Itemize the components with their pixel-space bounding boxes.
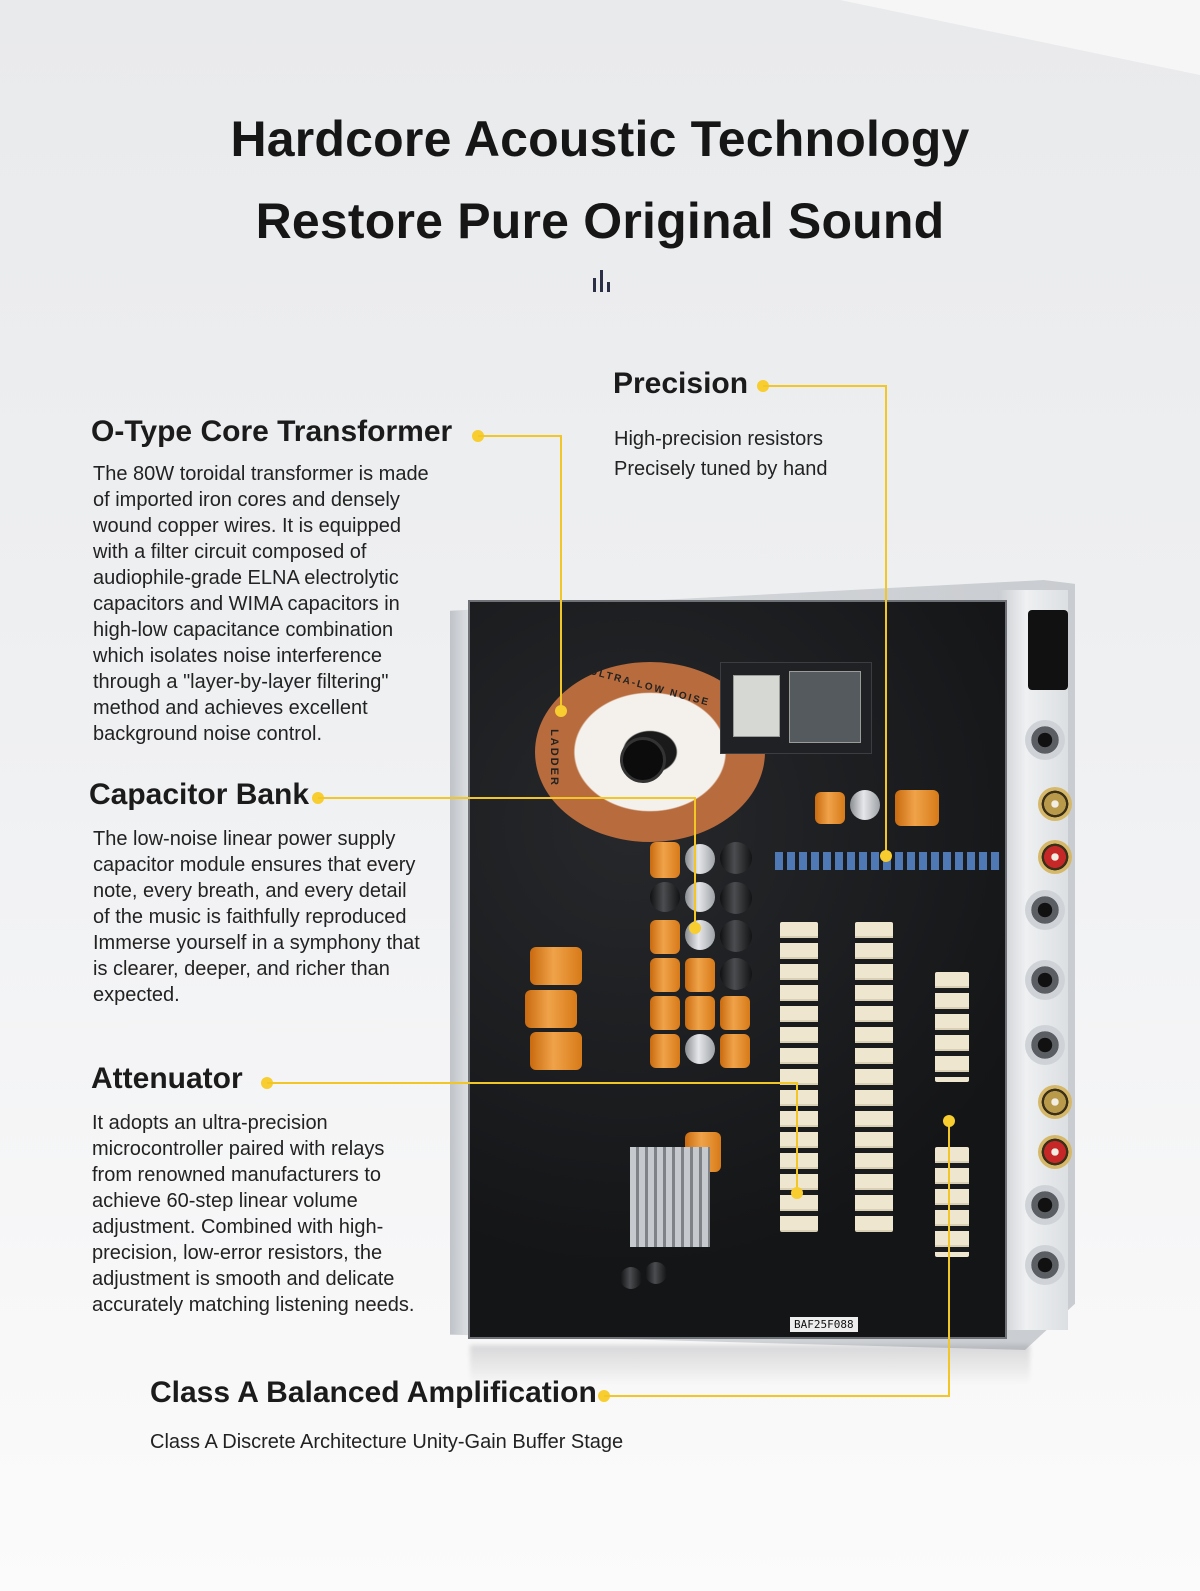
class-a-title: Class A Balanced Amplification xyxy=(150,1376,597,1409)
transformer-leader-v xyxy=(560,435,562,710)
attenuator-description: It adopts an ultra-precision microcontro… xyxy=(92,1112,415,1316)
capacitor-bank-target-dot xyxy=(689,922,701,934)
rca-jack-red xyxy=(1038,1135,1072,1169)
attenuator-title: Attenuator xyxy=(91,1062,243,1095)
attenuator-target-dot xyxy=(791,1187,803,1199)
rca-jack xyxy=(1038,1085,1072,1119)
output-relay-column xyxy=(935,1147,969,1257)
toroid-brand-label: LADDER xyxy=(547,729,560,787)
xlr-jack xyxy=(1025,1245,1065,1285)
device-illustration: ULTRA-LOW NOISE LADDER xyxy=(450,555,1075,1350)
rca-jack xyxy=(1038,787,1072,821)
capacitor-bank-title: Capacitor Bank xyxy=(89,778,310,811)
class-a-leader-v xyxy=(948,1120,950,1397)
corner-decoration xyxy=(840,0,1200,75)
capacitor-bank-leader-v xyxy=(694,797,696,927)
class-a-leader-h xyxy=(604,1395,950,1397)
device-reflection xyxy=(470,1345,1030,1385)
xlr-jack xyxy=(1025,1185,1065,1225)
page-title-line-1: Hardcore Acoustic Technology xyxy=(230,111,970,167)
xlr-jack xyxy=(1025,1025,1065,1065)
attenuator-relay-column-1 xyxy=(780,922,818,1232)
capacitor-bank-leader-h xyxy=(318,797,696,799)
circuit-board: ULTRA-LOW NOISE LADDER xyxy=(468,600,1007,1339)
capacitor-bank-description: The low-noise linear power supply capaci… xyxy=(93,828,420,1006)
audio-bars-icon xyxy=(592,270,614,292)
precision-target-dot xyxy=(880,850,892,862)
xlr-jack xyxy=(1025,890,1065,930)
attenuator-leader-v xyxy=(796,1082,798,1192)
precision-leader-v xyxy=(885,385,887,855)
power-inlet xyxy=(1028,610,1068,690)
power-relay-module xyxy=(720,662,872,754)
attenuator-relay-column-2 xyxy=(855,922,893,1232)
transformer-leader-h xyxy=(478,435,562,437)
xlr-jack xyxy=(1025,960,1065,1000)
transformer-title: O-Type Core Transformer xyxy=(91,415,453,448)
page-title-line-2: Restore Pure Original Sound xyxy=(255,193,945,249)
precision-title: Precision xyxy=(613,367,749,400)
precision-leader-h xyxy=(763,385,887,387)
precision-description: High-precision resistors Precisely tuned… xyxy=(614,428,828,480)
transformer-description: The 80W toroidal transformer is made of … xyxy=(93,463,429,745)
class-a-target-dot xyxy=(943,1115,955,1127)
attenuator-leader-h xyxy=(267,1082,798,1084)
class-a-relay-column xyxy=(935,972,969,1082)
heatsink xyxy=(630,1147,710,1247)
transformer-target-dot xyxy=(555,705,567,717)
xlr-jack xyxy=(1025,720,1065,760)
class-a-subtitle: Class A Discrete Architecture Unity-Gain… xyxy=(150,1431,624,1453)
page-title: Hardcore Acoustic Technology Restore Pur… xyxy=(0,98,1200,262)
pcb-code-label: BAF25F088 xyxy=(790,1317,858,1332)
rca-jack-red xyxy=(1038,840,1072,874)
transformer-core-bolt xyxy=(620,737,666,783)
